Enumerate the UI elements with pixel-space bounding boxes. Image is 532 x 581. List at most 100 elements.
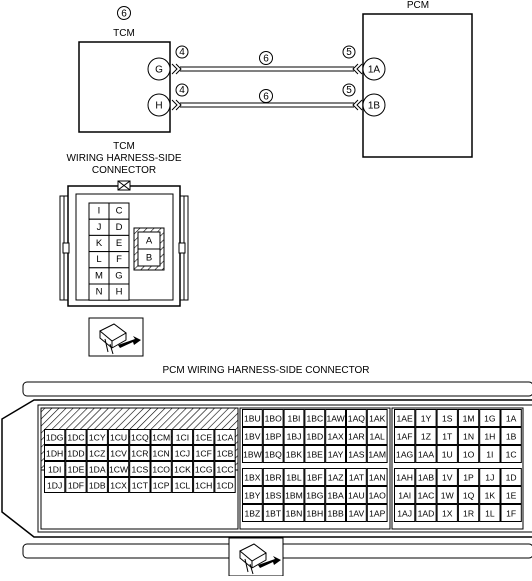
tcm-pin-g-num: 4 <box>179 47 185 58</box>
tcm-cell-a-label: A <box>146 236 153 247</box>
pcm-pin-1aq <box>346 409 367 427</box>
tcm-pin-h-label: H <box>155 101 162 112</box>
wire-lower-pcm-end-icon <box>352 99 363 111</box>
pcm-pin-1ab <box>415 468 437 486</box>
tcm-cell-b <box>137 248 161 267</box>
tcm-cell-j-label: J <box>97 222 102 233</box>
tcm-box-label: TCM <box>113 28 135 39</box>
pcm-unit: PCM 1A 1B 5 5 <box>342 0 473 158</box>
pcm-pin-1co-label: 1CO <box>152 465 170 475</box>
pcm-pin-1bf <box>304 468 326 486</box>
pcm-pin-1ay <box>325 445 347 463</box>
pcm-pin-1b-num-circle <box>342 83 356 97</box>
pcm-pin-1ck-label: 1CK <box>174 465 191 475</box>
pcm-pin-1ac-label: 1AC <box>418 491 435 501</box>
pcm-pin-1ab-label: 1AB <box>418 473 435 483</box>
pcm-pin-1cw <box>107 461 130 477</box>
pcm-pin-1cc-label: 1CC <box>216 465 233 475</box>
tcm-header-num-circle <box>117 6 131 20</box>
pcm-pin-1bt-label: 1BT <box>265 509 282 519</box>
pcm-pin-1ap-label: 1AP <box>369 509 386 519</box>
pcm-pin-1bg <box>304 486 326 504</box>
pcm-pin-1ct-label: 1CT <box>132 481 149 491</box>
pcm-pin-1ca-label: 1CA <box>217 433 234 443</box>
pcm-pin-1bb-label: 1BB <box>327 509 344 519</box>
pcm-pin-1dd-label: 1DD <box>67 449 84 459</box>
pcm-pin-1dj <box>44 477 66 493</box>
pcm-pin-1cf <box>193 445 215 461</box>
tcm-cell-g-label: G <box>115 270 122 281</box>
pcm-pin-1cb-label: 1CB <box>217 449 234 459</box>
pcm-pin-1ch-label: 1CH <box>195 481 212 491</box>
pcm-pin-1s-label: 1S <box>442 414 453 424</box>
pcm-pin-1b-label: 1B <box>506 432 517 442</box>
pcm-pin-1t-label: 1T <box>442 432 453 442</box>
pcm-pin-1cp <box>150 477 172 493</box>
pcm-pin-1b-num: 5 <box>346 85 352 96</box>
pcm-pin-1cl <box>171 477 194 493</box>
pcm-pin-1at <box>346 468 367 486</box>
pcm-pin-1a-label: 1A <box>506 414 517 424</box>
pcm-pin-1be <box>304 445 326 463</box>
pcm-pin-1a-label: 1A <box>368 65 381 76</box>
pcm-pin-1bn <box>283 504 305 522</box>
pcm-pin-1y-label: 1Y <box>421 414 432 424</box>
pcm-pin-1cq <box>129 429 151 445</box>
pcm-pin-1di-label: 1DI <box>48 465 61 475</box>
pcm-pin-1ci-label: 1CI <box>176 433 189 443</box>
tcm-unit: 6 TCM G H 4 4 <box>78 6 189 133</box>
pcm-pin-1z <box>415 427 437 445</box>
pcm-pin-1dj-label: 1DJ <box>47 481 62 491</box>
pcm-pin-1bm-label: 1BM <box>285 491 303 501</box>
pcm-pin-1m-label: 1M <box>463 414 475 424</box>
pcm-pin-1cn-label: 1CN <box>153 449 170 459</box>
pcm-pin-1a <box>362 57 386 81</box>
pcm-pin-1bx-label: 1BX <box>244 473 261 483</box>
pcm-pin-1d-label: 1D <box>506 473 517 483</box>
pcm-pin-1bk <box>283 445 305 463</box>
pcm-pin-1cu-label: 1CU <box>110 433 127 443</box>
tcm-cell-m-label: M <box>95 270 103 281</box>
pcm-pin-1e <box>500 486 522 504</box>
pcm-pin-1ae-label: 1AE <box>397 414 414 424</box>
pcm-pin-1by <box>242 486 263 504</box>
tcm-cell-h <box>108 283 130 301</box>
pcm-view-direction-icon <box>228 537 284 577</box>
wires: 6 6 <box>171 51 363 111</box>
pcm-pin-1cg-label: 1CG <box>195 465 213 475</box>
pcm-pin-1bh <box>304 504 326 522</box>
pcm-pin-1cb <box>214 445 236 461</box>
pcm-pin-1af-label: 1AF <box>397 432 413 442</box>
pcm-pin-1bn-label: 1BN <box>286 509 303 519</box>
pcm-pin-1cg <box>193 461 215 477</box>
pcm-pin-1cc <box>214 461 236 477</box>
pcm-pin-1ad <box>415 504 437 522</box>
tcm-cell-c-label: C <box>116 206 123 217</box>
pcm-pin-1ah-label: 1AH <box>396 473 413 483</box>
pcm-pin-1ag <box>394 445 416 463</box>
pcm-pin-1r-label: 1R <box>463 509 474 519</box>
pcm-pin-1bw-label: 1BW <box>243 450 263 460</box>
pcm-pin-1ai-label: 1AI <box>398 491 411 501</box>
pcm-pin-1cx <box>107 477 130 493</box>
pcm-pin-1a-num-circle <box>342 45 356 59</box>
tcm-view-direction-icon <box>88 317 144 357</box>
pcm-pin-1cr-label: 1CR <box>131 449 148 459</box>
tcm-cell-d-label: D <box>116 222 123 233</box>
pcm-pin-1p-label: 1P <box>463 473 474 483</box>
pcm-pin-1f-label: 1F <box>506 509 516 519</box>
pcm-pin-1bh-label: 1BH <box>306 509 323 519</box>
pcm-pin-1b <box>362 93 386 117</box>
pcm-pin-1dg-label: 1DG <box>46 433 64 443</box>
pcm-pin-1bm <box>283 486 305 504</box>
pcm-pin-1c <box>500 445 522 463</box>
pcm-pin-1h-label: 1H <box>484 432 495 442</box>
pcm-pin-1bz-label: 1BZ <box>245 509 261 519</box>
pcm-pin-1p <box>457 468 480 486</box>
pcm-pin-1i <box>479 445 501 463</box>
pcm-pin-1di <box>44 461 66 477</box>
pcm-pin-1by-label: 1BY <box>244 491 261 501</box>
pcm-pin-1cv-label: 1CV <box>110 449 127 459</box>
pcm-pin-1ac <box>415 486 437 504</box>
tcm-pin-g-label: G <box>155 65 163 76</box>
